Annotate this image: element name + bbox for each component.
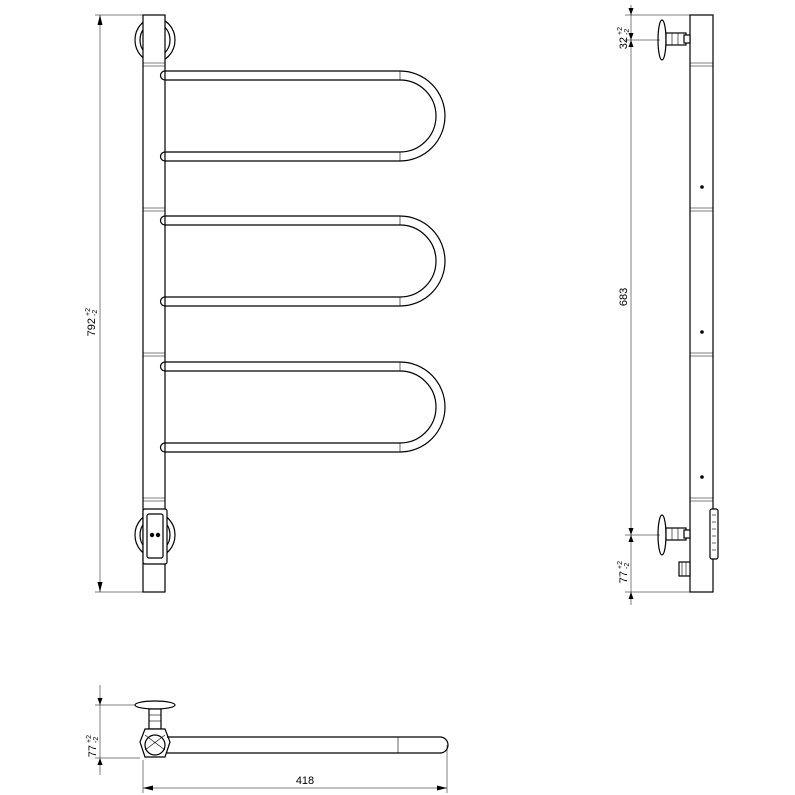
bottom-offset-value: 77 (618, 571, 630, 583)
top-fitting (139, 728, 171, 758)
u-loop-middle (159, 215, 446, 307)
side-view: 32 +2 -2 683 77 +2 -2 (617, 5, 719, 605)
u-loop-bottom (159, 361, 446, 453)
top-rail (167, 736, 449, 754)
height-value: 792 (86, 318, 98, 336)
u-loop-top (159, 70, 446, 162)
top-offset-tol-minus: -2 (624, 29, 631, 35)
side-riser (689, 14, 714, 593)
height-tol-minus: -2 (92, 310, 99, 316)
top-offset-tol-plus: +2 (617, 27, 624, 35)
bottom-offset-tol-plus: +2 (617, 561, 624, 569)
top-wall-flange (134, 700, 176, 710)
depth-tol-minus: -2 (93, 737, 100, 743)
vertical-riser (142, 14, 166, 593)
side-cable-plug (678, 561, 691, 577)
side-switch (709, 508, 719, 560)
depth-tol-plus: +2 (86, 735, 93, 743)
control-switch (142, 508, 168, 565)
depth-dimension: 77 +2 -2 (86, 685, 140, 775)
side-bottom-mount (657, 514, 691, 556)
top-offset-value: 32 (618, 37, 630, 49)
side-dimensions: 32 +2 -2 683 77 +2 -2 (617, 5, 690, 605)
mount-spacing-value: 683 (618, 288, 630, 306)
front-view: 792 +2 -2 (85, 14, 446, 593)
side-top-mount (657, 19, 691, 61)
height-tol-plus: +2 (85, 308, 92, 316)
width-dimension: 418 (142, 745, 448, 793)
height-dimension: 792 +2 -2 (85, 14, 143, 593)
width-value: 418 (296, 775, 314, 787)
bottom-offset-tol-minus: -2 (624, 563, 631, 569)
top-view: 77 +2 -2 418 (86, 685, 449, 793)
depth-value: 77 (87, 745, 99, 757)
